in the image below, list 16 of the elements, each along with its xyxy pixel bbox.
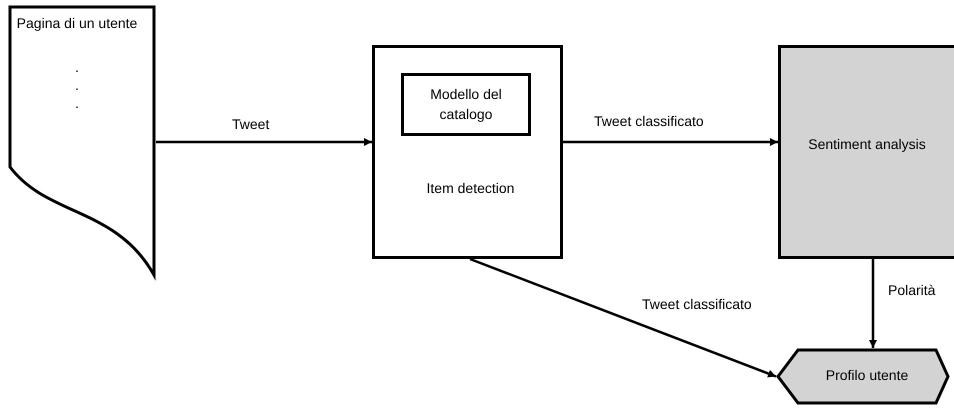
process-box: [778, 45, 954, 259]
node-label: Modello del catalogo: [429, 85, 503, 124]
model-box: [401, 73, 531, 136]
display-shape: [776, 348, 950, 405]
arrow: [869, 259, 877, 348]
node-label: Profilo utente: [824, 366, 910, 385]
node-label: Sentiment analysis: [807, 135, 927, 154]
process-box: [372, 45, 563, 259]
edge-label: Tweet: [230, 116, 272, 132]
arrow: [156, 138, 372, 146]
node-label: Item detection: [426, 179, 516, 198]
edge-label: Tweet classificato: [640, 296, 754, 312]
edge-label: Polarità: [886, 282, 938, 298]
edge-label: Tweet classificato: [592, 113, 706, 129]
arrow: [563, 138, 778, 146]
arrow: [470, 258, 776, 378]
